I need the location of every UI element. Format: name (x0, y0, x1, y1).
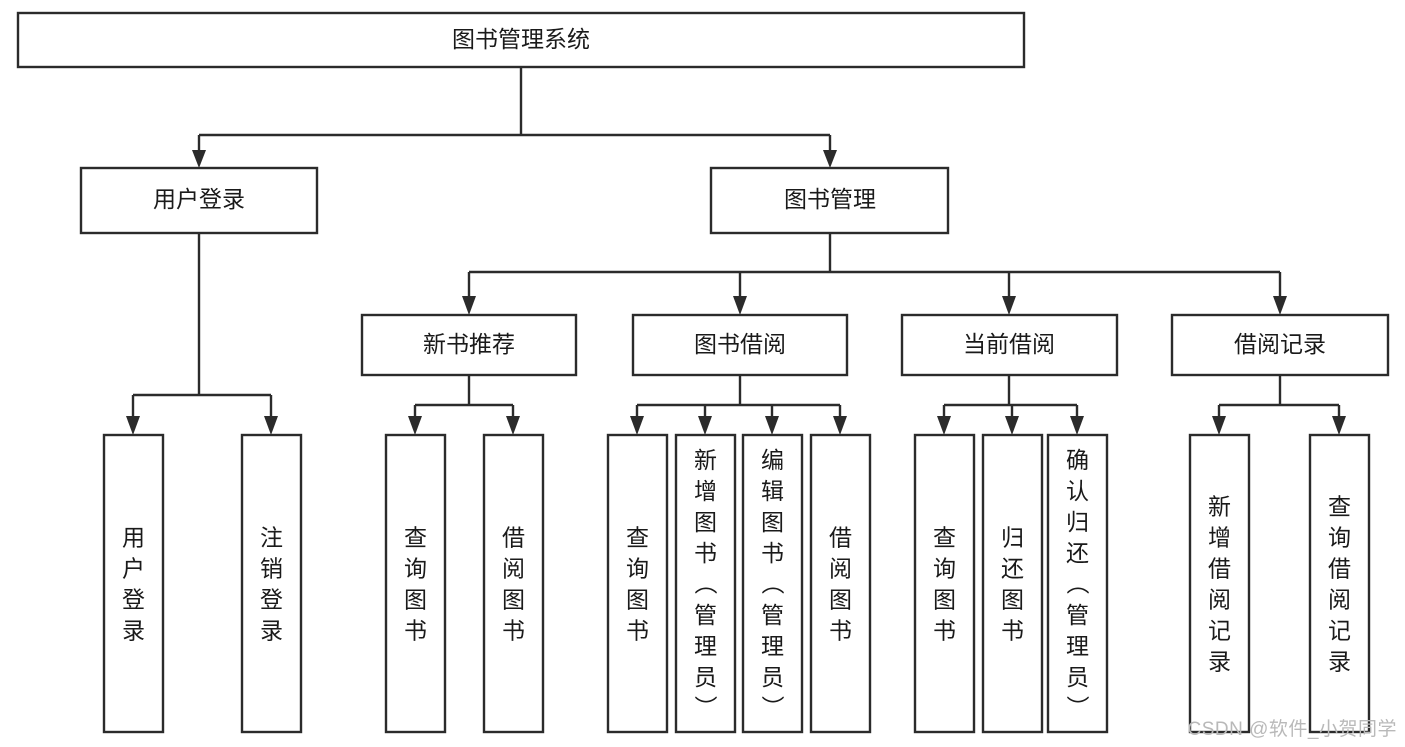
node-leaf-add-book-admin-5[interactable]: 新增图书（管理员） (674, 433, 737, 734)
leaf-box[interactable] (981, 433, 1044, 734)
node-leaf-logout-1[interactable]: 注销登录 (240, 433, 303, 734)
node-leaf-query-borrow-record-12[interactable]: 查询借阅记录 (1308, 433, 1371, 734)
arrow-head-current-return (1005, 416, 1019, 435)
arrow-head-leaf-logout (264, 416, 278, 435)
arrow-head-records-query (1332, 416, 1346, 435)
node-book-borrow-label: 图书借阅 (694, 331, 786, 357)
csdn-watermark: CSDN @软件_小贺同学 (1187, 719, 1397, 740)
node-current-borrow-box[interactable] (900, 313, 1119, 377)
node-current-borrow-label: 当前借阅 (963, 331, 1055, 357)
arrow-head-current-query (937, 416, 951, 435)
leaf-box[interactable] (102, 433, 165, 734)
leaf-box[interactable] (1046, 433, 1109, 734)
node-leaf-add-borrow-record-11[interactable]: 新增借阅记录 (1188, 433, 1251, 734)
arrow-head-book-mgmt (823, 150, 837, 168)
node-leaf-borrow-book-7[interactable]: 借阅图书 (809, 433, 872, 734)
node-book-borrow[interactable]: 图书借阅 (631, 313, 849, 377)
node-leaf-borrow-book-3[interactable]: 借阅图书 (482, 433, 545, 734)
arrow-head-newbook-query (408, 416, 422, 435)
arrow-head-newbook-borrow (506, 416, 520, 435)
leaf-label: 编辑图书（管理员） (761, 447, 785, 721)
node-leaf-query-book-8[interactable]: 查询图书 (913, 433, 976, 734)
leaf-box[interactable] (913, 433, 976, 734)
leaf-label: 查询图书 (404, 525, 427, 644)
arrow-head-borrow-query (630, 416, 644, 435)
leaf-label: 借阅图书 (829, 525, 852, 644)
arrow-head-newbook (462, 296, 476, 315)
node-user-login-label: 用户登录 (153, 186, 245, 212)
connector-layer (126, 67, 1346, 435)
node-book-management-box[interactable] (709, 166, 950, 235)
node-root-label: 图书管理系统 (452, 26, 590, 52)
arrow-head-user-login (192, 150, 206, 168)
node-user-login[interactable]: 用户登录 (79, 166, 319, 235)
leaf-box[interactable] (240, 433, 303, 734)
leaf-box[interactable] (674, 433, 737, 734)
leaf-label: 确认归还（管理员） (1066, 447, 1090, 721)
node-current-borrow[interactable]: 当前借阅 (900, 313, 1119, 377)
node-leaf-return-book-9[interactable]: 归还图书 (981, 433, 1044, 734)
leaf-box[interactable] (384, 433, 447, 734)
arrow-head-records (1273, 296, 1287, 315)
arrow-head-records-add (1212, 416, 1226, 435)
leaf-box[interactable] (482, 433, 545, 734)
leaf-label: 新增图书（管理员） (694, 447, 718, 721)
leaf-label: 归还图书 (1001, 525, 1024, 644)
leaf-label: 新增借阅记录 (1208, 494, 1231, 675)
node-new-book-recommend[interactable]: 新书推荐 (360, 313, 578, 377)
node-root-box[interactable] (16, 11, 1026, 69)
node-new-book-recommend-label: 新书推荐 (423, 331, 515, 357)
leaf-box[interactable] (809, 433, 872, 734)
arrow-head-borrow-lend (833, 416, 847, 435)
node-new-book-recommend-box[interactable] (360, 313, 578, 377)
arrow-head-borrow-add (698, 416, 712, 435)
leaf-box[interactable] (1188, 433, 1251, 734)
leaf-label: 查询图书 (933, 525, 956, 644)
leaf-label: 借阅图书 (502, 525, 525, 644)
leaf-label: 查询图书 (626, 525, 649, 644)
node-book-borrow-box[interactable] (631, 313, 849, 377)
node-borrow-records[interactable]: 借阅记录 (1170, 313, 1390, 377)
leaf-label: 注销登录 (260, 525, 283, 644)
node-leaf-query-book-2[interactable]: 查询图书 (384, 433, 447, 734)
node-leaf-edit-book-admin-6[interactable]: 编辑图书（管理员） (741, 433, 804, 734)
arrow-head-current-confirm (1070, 416, 1084, 435)
arrow-head-current (1002, 296, 1016, 315)
node-borrow-records-box[interactable] (1170, 313, 1390, 377)
node-borrow-records-label: 借阅记录 (1234, 331, 1326, 357)
arrow-head-borrow-edit (765, 416, 779, 435)
leaf-label: 用户登录 (122, 525, 145, 644)
leaf-box[interactable] (1308, 433, 1371, 734)
node-user-login-box[interactable] (79, 166, 319, 235)
leaf-label: 查询借阅记录 (1328, 494, 1351, 675)
node-leaf-query-book-4[interactable]: 查询图书 (606, 433, 669, 734)
leaf-box[interactable] (741, 433, 804, 734)
node-book-management-label: 图书管理 (784, 186, 876, 212)
leaf-box[interactable] (606, 433, 669, 734)
node-book-management[interactable]: 图书管理 (709, 166, 950, 235)
arrow-head-leaf-user-login (126, 416, 140, 435)
node-leaf-user-login-0[interactable]: 用户登录 (102, 433, 165, 734)
arrow-head-borrow (733, 296, 747, 315)
node-root[interactable]: 图书管理系统 (16, 11, 1026, 69)
leaf-node-layer: 用户登录 注销登录 查询图书 借阅图书 查询图书 新增图书（管理员） 编辑图书（管理员） 借阅… (102, 433, 1371, 734)
node-leaf-confirm-return-admin-10[interactable]: 确认归还（管理员） (1046, 433, 1109, 734)
